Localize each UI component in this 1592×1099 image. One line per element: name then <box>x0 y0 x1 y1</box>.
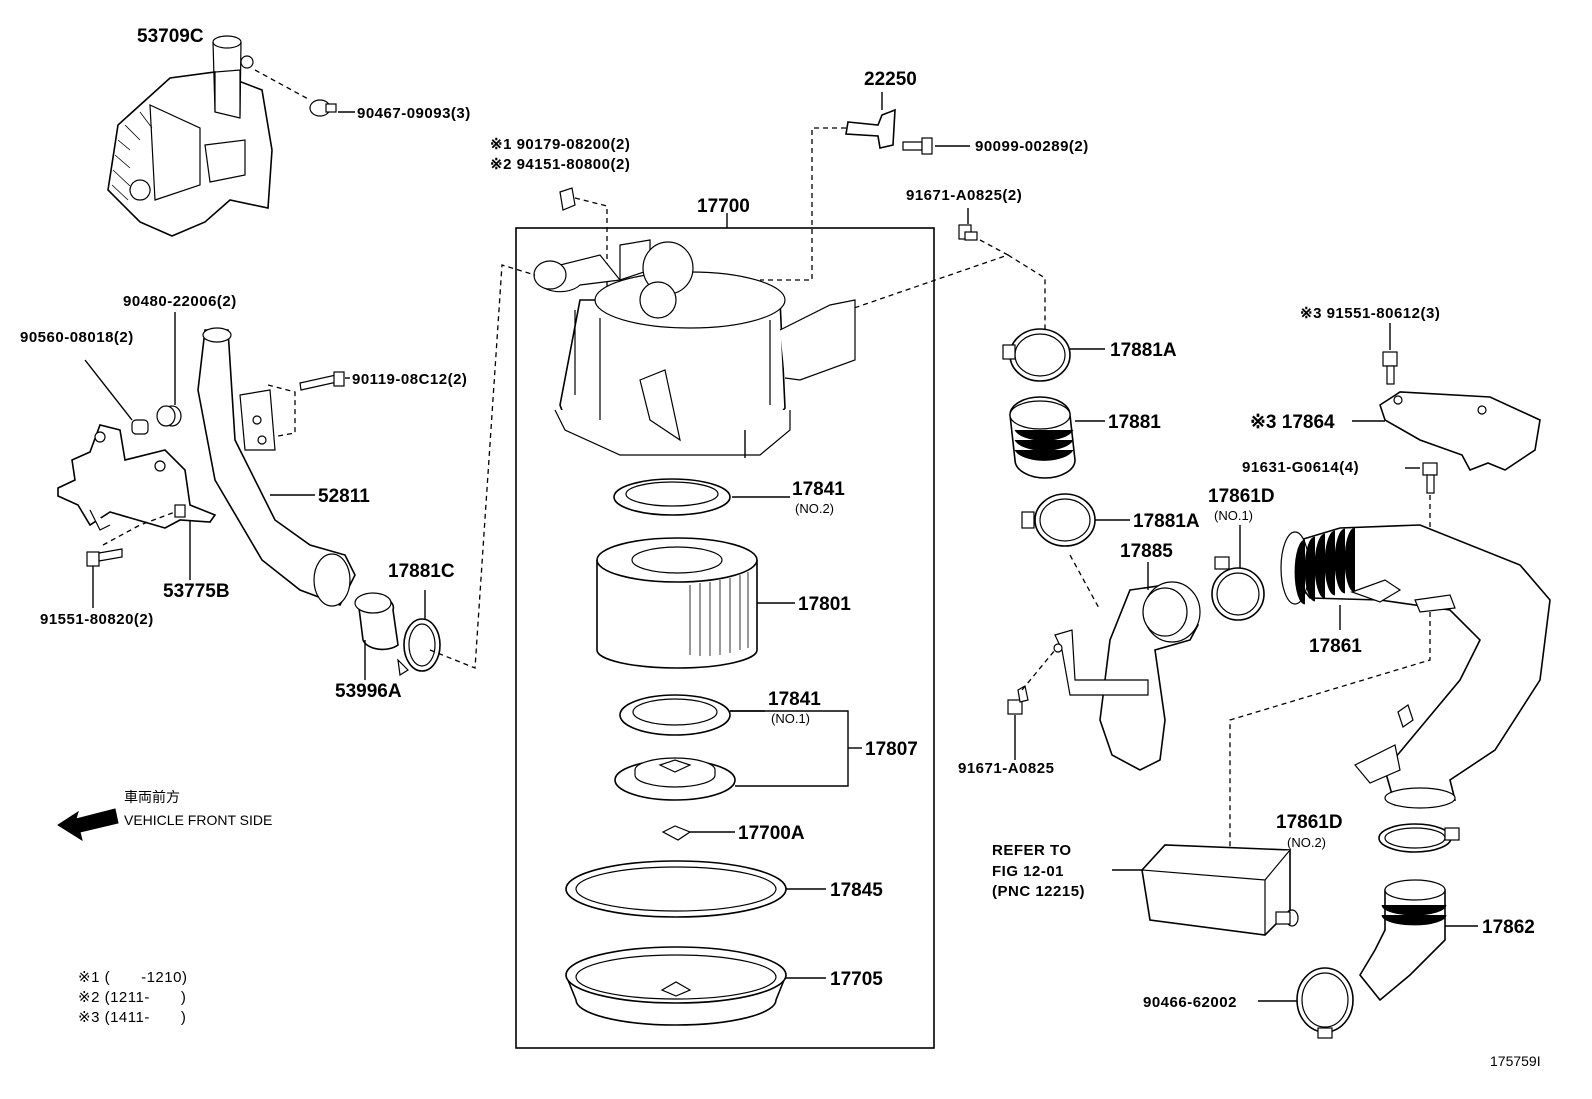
label-17861D-no2-sub: (NO.2) <box>1287 835 1326 850</box>
label-91671-2: 91671-A0825(2) <box>906 187 1022 204</box>
label-17862: 17862 <box>1482 917 1535 938</box>
clamp-17861D-no1 <box>1211 556 1265 621</box>
filter-element-17801 <box>596 537 758 669</box>
component-17807 <box>614 757 736 801</box>
label-17885: 17885 <box>1120 541 1173 562</box>
bolt-91551-80612 <box>1382 351 1398 385</box>
label-17861D-no1: 17861D <box>1208 486 1275 507</box>
figure-number: 175759I <box>1490 1053 1541 1069</box>
label-17801: 17801 <box>798 594 851 615</box>
label-90179: ※1 90179-08200(2) <box>490 136 630 153</box>
label-17881A-top: 17881A <box>1110 340 1177 361</box>
sensor-22250 <box>845 108 896 149</box>
seal-17841-no2 <box>613 478 731 516</box>
label-91551-80612: ※3 91551-80612(3) <box>1300 305 1440 322</box>
label-17700A: 17700A <box>738 823 805 844</box>
hose-17862 <box>1359 879 1447 1002</box>
note-2: ※2 (1211- ) <box>78 989 186 1006</box>
sleeve-53996A <box>354 592 399 651</box>
collar-90560 <box>131 419 149 435</box>
clamp-17881C <box>397 618 441 677</box>
hose-17881 <box>1009 396 1076 479</box>
front-label-jp: 車両前方 <box>124 789 180 805</box>
bolt-91551-80820 <box>86 548 123 567</box>
label-90467: 90467-09093(3) <box>357 105 471 122</box>
grommet-90480 <box>156 405 182 427</box>
clamp-17881A-mid <box>1021 493 1096 547</box>
refer-line-1: REFER TO <box>992 842 1072 859</box>
resonator-ref-12215 <box>1141 844 1299 936</box>
label-17841-no2-sub: (NO.2) <box>795 501 834 516</box>
label-17861: 17861 <box>1309 636 1362 657</box>
label-91671-single: 91671-A0825 <box>958 760 1054 777</box>
note-3: ※3 (1411- ) <box>78 1009 186 1026</box>
duct-17885 <box>1053 581 1201 771</box>
intake-duct-52811 <box>197 327 356 607</box>
label-17705: 17705 <box>830 969 883 990</box>
label-91631: 91631-G0614(4) <box>1242 459 1359 476</box>
clip-17700A <box>661 825 692 841</box>
bolt-91671-a <box>958 224 978 241</box>
bracket-53775B <box>57 424 217 531</box>
label-17841-no2: 17841 <box>792 479 845 500</box>
refer-line-2: FIG 12-01 <box>992 863 1064 880</box>
bracket-17864 <box>1379 391 1541 472</box>
screw-90099 <box>902 137 933 155</box>
label-17861D-no1-sub: (NO.1) <box>1214 508 1253 523</box>
note-1: ※1 ( -1210) <box>78 969 187 986</box>
label-94151: ※2 94151-80800(2) <box>490 156 630 173</box>
label-17881: 17881 <box>1108 412 1161 433</box>
label-90119: 90119-08C12(2) <box>352 371 467 388</box>
front-label-en: VEHICLE FRONT SIDE <box>124 812 272 828</box>
label-53709C: 53709C <box>137 26 204 47</box>
label-17861D-no2: 17861D <box>1276 812 1343 833</box>
clamp-17861D-no2 <box>1378 823 1460 853</box>
seal-17841-no1 <box>619 694 731 736</box>
label-90480: 90480-22006(2) <box>123 293 237 310</box>
refer-line-3: (PNC 12215) <box>992 883 1085 900</box>
bolt-90467 <box>309 99 337 117</box>
label-17807: 17807 <box>865 739 918 760</box>
front-arrow-icon <box>57 808 119 842</box>
label-53996A: 53996A <box>335 681 402 702</box>
bolt-91671-single <box>1007 685 1029 715</box>
label-22250: 22250 <box>864 69 917 90</box>
label-17841-no1-sub: (NO.1) <box>771 711 810 726</box>
nut-90179 <box>559 187 576 211</box>
label-53775B: 53775B <box>163 581 230 602</box>
label-52811: 52811 <box>318 486 370 507</box>
label-17881A-mid: 17881A <box>1133 511 1200 532</box>
label-17864: ※3 17864 <box>1250 412 1335 433</box>
cap-17705 <box>565 946 787 1026</box>
gasket-17845 <box>565 860 787 918</box>
label-90099: 90099-00289(2) <box>975 138 1089 155</box>
bolt-91631 <box>1422 462 1438 494</box>
label-17881C: 17881C <box>388 561 455 582</box>
bolt-90119 <box>299 371 345 391</box>
cover-53709C <box>107 35 273 237</box>
clamp-17881A-top <box>1002 328 1071 382</box>
label-91551-80820: 91551-80820(2) <box>40 611 154 628</box>
label-90466: 90466-62002 <box>1143 994 1237 1011</box>
label-90560: 90560-08018(2) <box>20 329 134 346</box>
label-17845: 17845 <box>830 880 883 901</box>
label-17700: 17700 <box>697 196 750 217</box>
air-cleaner-case <box>533 239 856 458</box>
intake-duct-17861 <box>1280 524 1551 809</box>
assembly-box-17700 <box>515 227 935 1049</box>
clamp-90466 <box>1296 967 1354 1039</box>
label-17841-no1: 17841 <box>768 689 821 710</box>
